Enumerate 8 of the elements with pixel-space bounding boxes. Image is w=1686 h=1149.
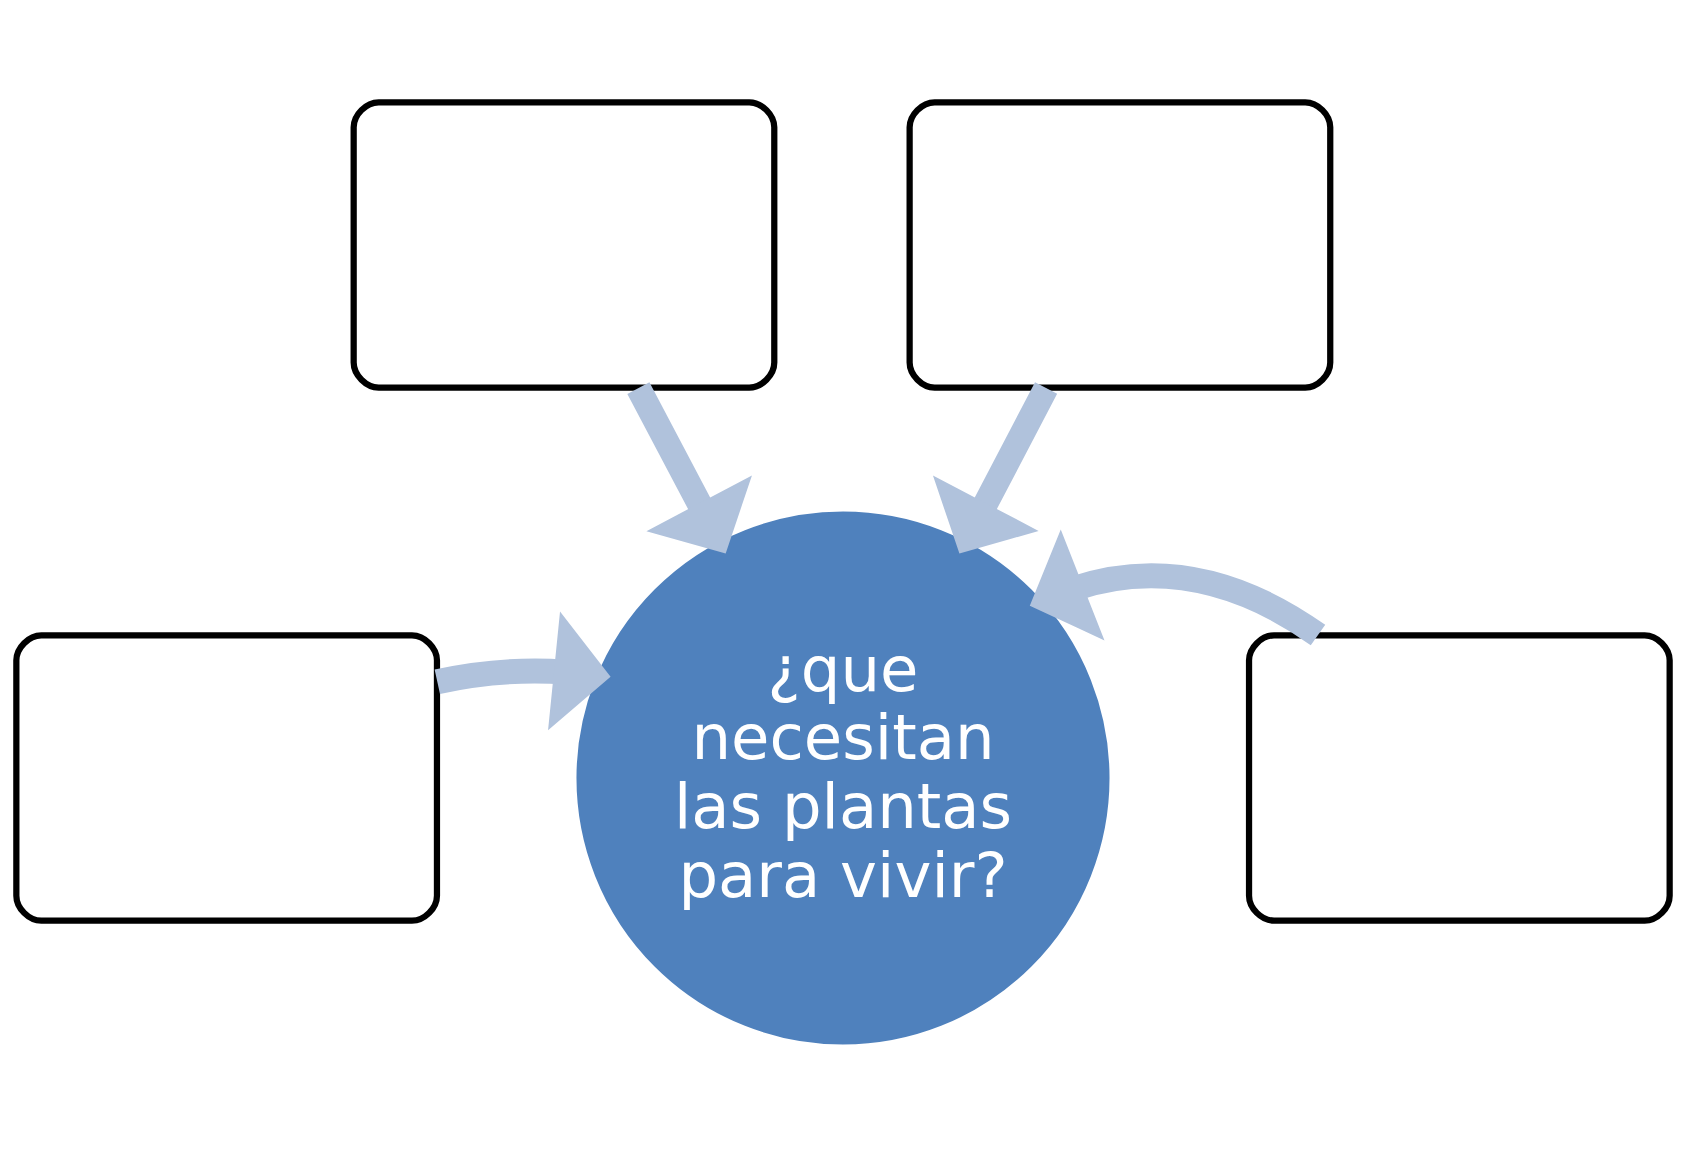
arrow	[434, 611, 611, 730]
arrow	[1029, 528, 1325, 645]
arrow	[627, 381, 752, 554]
node-box	[13, 631, 441, 924]
arrow	[932, 381, 1058, 554]
node-box	[906, 98, 1334, 391]
node-box	[1245, 631, 1673, 924]
node-box	[350, 98, 778, 391]
